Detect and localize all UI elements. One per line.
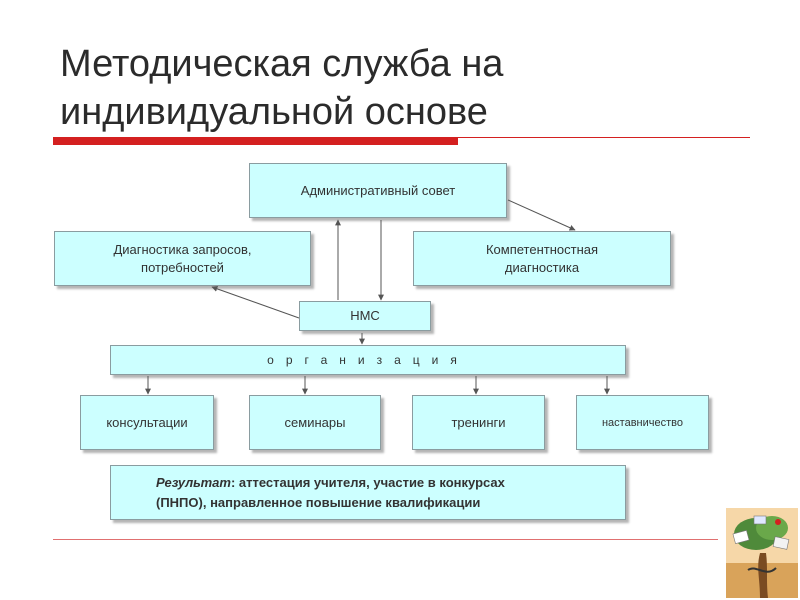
diagnostics-requests-box: Диагностика запросов, потребностей [54,231,311,286]
admin-council-label: Административный совет [300,182,456,198]
trainings-label: тренинги [451,414,506,430]
result-line-1-text: : аттестация учителя, участие в конкурса… [230,474,505,490]
diagnostics-requests-label-1: Диагностика запросов, [113,241,252,257]
mentoring-label: наставничество [601,416,683,429]
diagnostics-requests-label-2: потребностей [141,259,224,275]
result-label: Результат [156,474,231,490]
title-underline-thin [458,137,750,138]
consultations-label: консультации [106,414,188,430]
nms-label: НМС [350,308,380,323]
consultations-box: консультации [80,395,214,450]
nms-box: НМС [299,301,431,331]
result-box: Результат: аттестация учителя, участие в… [110,465,626,520]
bottom-divider [53,539,718,540]
admin-council-box: Административный совет [249,163,507,218]
result-line-2: (ПНПО), направленное повышение квалифика… [156,494,481,510]
organization-label: организация [267,353,469,367]
competence-diagnostics-label-2: диагностика [504,259,580,275]
title-underline-thick [53,137,458,145]
tree-with-books-icon [726,508,798,598]
seminars-label: семинары [284,414,346,430]
trainings-box: тренинги [412,395,545,450]
competence-diagnostics-label-1: Компетентностная [485,241,599,257]
arrow-admin-to-competence [507,199,576,231]
arrow-nms-to-diag [211,285,300,319]
slide-title-line-2: индивидуальной основе [60,91,488,133]
slide-title-line-1: Методическая служба на [60,43,504,85]
seminars-box: семинары [249,395,381,450]
organization-box: организация [110,345,626,375]
result-line-1: Результат: аттестация учителя, участие в… [156,473,505,493]
slide-title: Методическая служба на индивидуальной ос… [60,40,760,136]
competence-diagnostics-box: Компетентностная диагностика [413,231,671,286]
mentoring-box: наставничество [576,395,709,450]
